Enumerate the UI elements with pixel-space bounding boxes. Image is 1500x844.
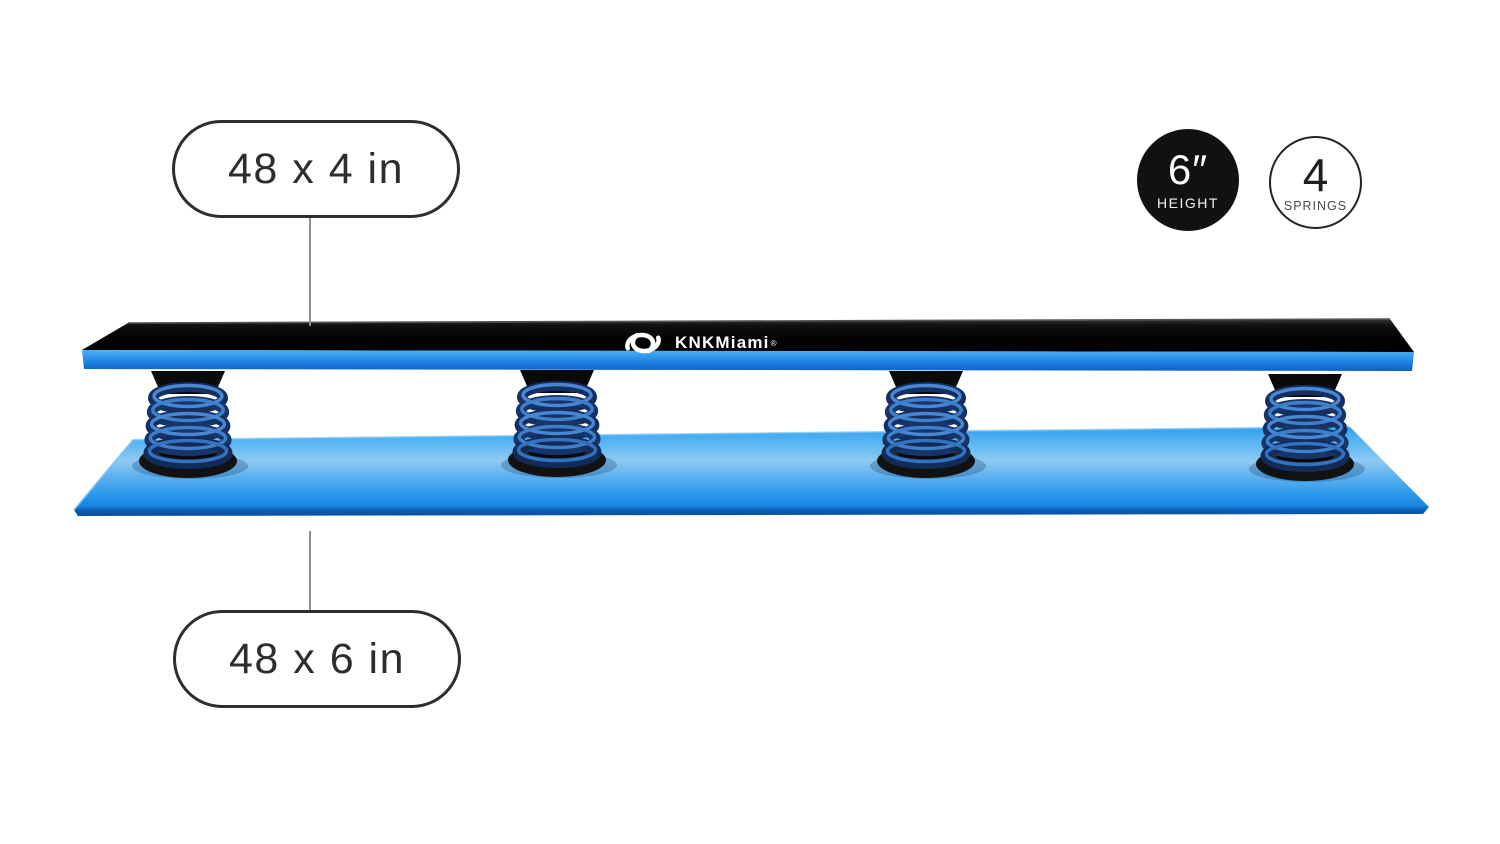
- spring-3: [870, 371, 986, 479]
- bottom-board-dimension-callout: 48 x 6 in: [173, 610, 461, 708]
- springs-badge-value: 4: [1302, 149, 1329, 201]
- height-badge: 6″ HEIGHT: [1137, 129, 1239, 231]
- top-board-dimension-callout: 48 x 4 in: [172, 120, 460, 218]
- leader-line-bottom: [309, 531, 311, 611]
- top-board: [82, 318, 1414, 371]
- leader-line-top: [309, 218, 311, 326]
- brand-name: KNKMiami: [675, 333, 770, 352]
- springs-badge: 4 SPRINGS: [1269, 136, 1362, 229]
- springs-badge-label: SPRINGS: [1283, 199, 1348, 213]
- height-badge-value: 6″: [1167, 146, 1209, 193]
- height-badge-label: HEIGHT: [1157, 195, 1219, 211]
- spring-2: [501, 370, 617, 478]
- bottom-board: [73, 426, 1429, 516]
- top-board-dimension-label: 48 x 4 in: [227, 144, 405, 193]
- knot-swirl-icon: [625, 332, 661, 354]
- bottom-board-dimension-label: 48 x 6 in: [228, 634, 406, 683]
- brand-mark: ®: [770, 338, 777, 348]
- spring-1: [132, 371, 248, 479]
- brand-logo: KNKMiami®: [624, 330, 777, 356]
